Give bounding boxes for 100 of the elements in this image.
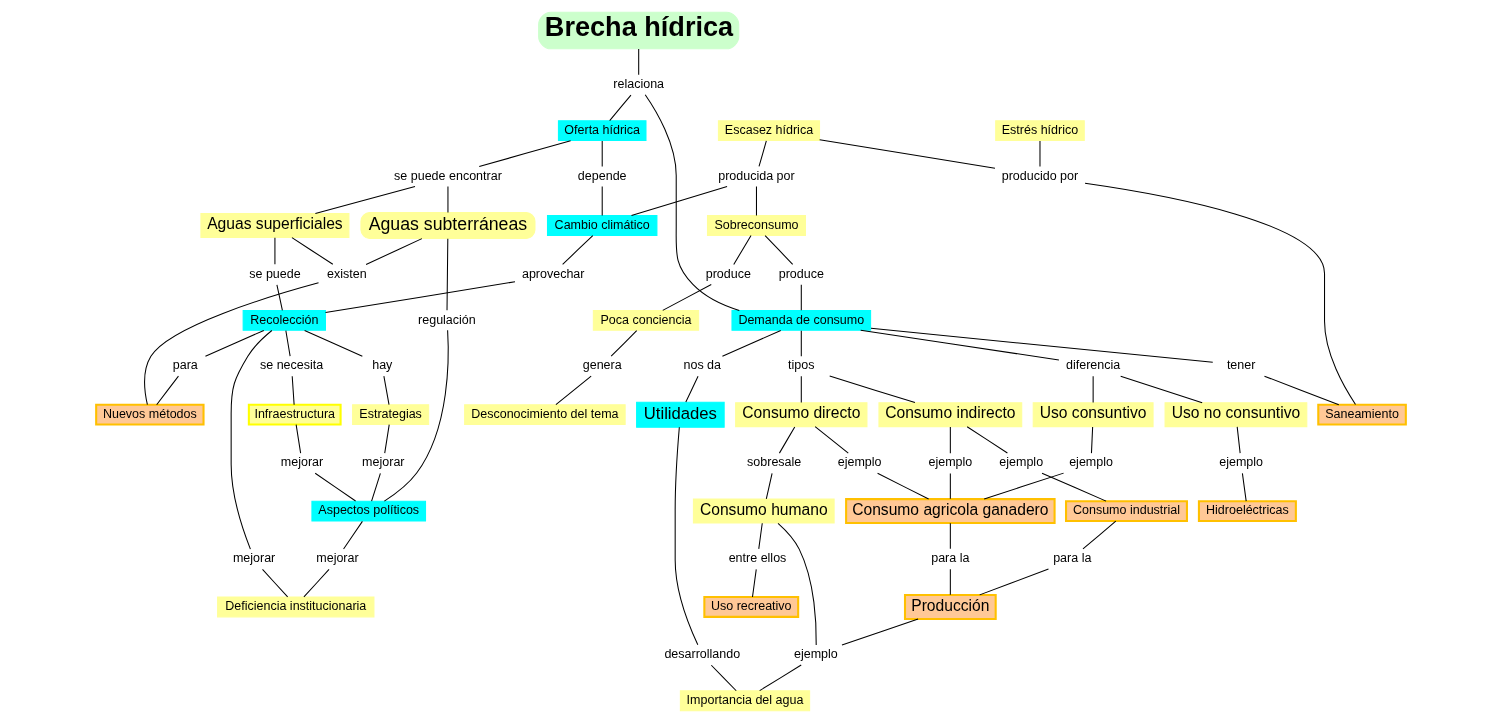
node-box: Recolección bbox=[242, 309, 326, 331]
node-text: para la bbox=[1052, 551, 1091, 566]
connector bbox=[1263, 375, 1339, 406]
node-text: se puede bbox=[248, 266, 301, 281]
connector bbox=[342, 520, 363, 550]
node-box: Deficiencia institucionaria bbox=[216, 596, 374, 618]
connector bbox=[710, 664, 737, 692]
connector bbox=[757, 522, 763, 550]
node-box: Consumo directo bbox=[734, 402, 867, 428]
node-box: Producción bbox=[903, 593, 997, 620]
connector bbox=[303, 329, 363, 357]
connector bbox=[800, 375, 802, 403]
node-box: Consumo indirecto bbox=[877, 402, 1022, 428]
connector bbox=[751, 568, 757, 598]
connector bbox=[814, 426, 849, 454]
connector bbox=[446, 238, 448, 311]
connector bbox=[382, 375, 390, 406]
connector bbox=[554, 375, 592, 406]
connector bbox=[1081, 520, 1116, 550]
connector bbox=[284, 330, 291, 357]
connector bbox=[143, 282, 319, 406]
node-box: Oferta hídrica bbox=[557, 120, 646, 142]
node-box: Infraestructura bbox=[247, 403, 342, 426]
node-box: Aguas superficiales bbox=[199, 212, 349, 238]
node-text: mejorar bbox=[361, 455, 405, 470]
node-box: Saneamiento bbox=[1316, 403, 1407, 426]
connector bbox=[983, 472, 1064, 500]
connector bbox=[324, 281, 515, 314]
node-text: depende bbox=[577, 168, 627, 183]
node-box: Aguas subterráneas bbox=[359, 211, 535, 240]
node-text: aprovechar bbox=[521, 266, 584, 281]
connector bbox=[637, 48, 639, 76]
connector bbox=[966, 426, 1008, 454]
connector bbox=[661, 284, 712, 311]
node-text: ejemplo bbox=[998, 455, 1043, 470]
connector bbox=[949, 522, 951, 550]
connector bbox=[383, 424, 390, 454]
node-box: Escasez hídrica bbox=[717, 120, 820, 142]
node-box: Estrés hídrico bbox=[994, 120, 1085, 142]
node-text: hay bbox=[371, 358, 392, 373]
connector bbox=[1084, 182, 1356, 405]
connector bbox=[755, 186, 757, 216]
node-text: para bbox=[172, 358, 198, 373]
node-text: diferencia bbox=[1065, 358, 1120, 373]
node-box: Importancia del agua bbox=[679, 690, 810, 712]
connector bbox=[800, 330, 802, 357]
node-text: mejorar bbox=[280, 455, 323, 470]
node-box: Uso no consuntivo bbox=[1164, 402, 1307, 428]
connector bbox=[1090, 426, 1093, 454]
node-text: entre ellos bbox=[728, 551, 786, 566]
node-text: desarrollando bbox=[663, 647, 740, 662]
connector bbox=[644, 94, 740, 311]
node-box: Brecha hídrica bbox=[537, 11, 739, 50]
connector bbox=[630, 185, 728, 217]
node-text: se puede encontrar bbox=[393, 168, 502, 183]
connector bbox=[818, 139, 995, 169]
node-text: ejemplo bbox=[793, 647, 838, 662]
connector bbox=[314, 185, 415, 214]
connector bbox=[840, 618, 919, 646]
node-box: Consumo agricola ganadero bbox=[844, 498, 1056, 525]
node-box: Uso consuntivo bbox=[1032, 402, 1154, 428]
connector bbox=[732, 235, 752, 265]
connector bbox=[365, 238, 422, 265]
connector bbox=[674, 426, 698, 646]
node-text: ejemplo bbox=[1068, 455, 1113, 470]
connector bbox=[949, 472, 951, 500]
node-text: para la bbox=[930, 551, 969, 566]
connector bbox=[295, 424, 301, 454]
connector bbox=[204, 329, 264, 357]
node-text: produce bbox=[705, 266, 751, 281]
connector bbox=[601, 140, 603, 167]
node-text: ejemplo bbox=[1218, 455, 1263, 470]
connector bbox=[608, 94, 631, 122]
node-box: Desconocimiento del tema bbox=[463, 404, 626, 426]
node-box: Estrategias bbox=[351, 404, 429, 426]
connector bbox=[610, 330, 637, 357]
connector bbox=[800, 284, 802, 311]
connector bbox=[290, 237, 333, 265]
node-box: Hidroeléctricas bbox=[1197, 500, 1297, 522]
connector bbox=[383, 329, 449, 502]
node-box: Poca conciencia bbox=[592, 309, 699, 331]
connector bbox=[1119, 375, 1203, 404]
connector bbox=[778, 426, 795, 454]
connector bbox=[721, 329, 781, 357]
node-text: producido por bbox=[1001, 168, 1078, 183]
connector bbox=[1236, 426, 1241, 454]
node-box: Utilidades bbox=[635, 401, 725, 428]
connector bbox=[478, 140, 571, 168]
connector bbox=[859, 329, 1059, 361]
node-text: regulación bbox=[417, 312, 476, 327]
connector bbox=[949, 426, 951, 454]
connector bbox=[978, 568, 1049, 596]
node-text: relaciona bbox=[612, 77, 664, 91]
connector bbox=[764, 235, 793, 265]
connector bbox=[777, 522, 817, 646]
node-text: sobresale bbox=[746, 455, 801, 470]
connector bbox=[261, 568, 288, 598]
connector bbox=[828, 375, 915, 404]
connector bbox=[758, 664, 802, 692]
node-box: Consumo humano bbox=[692, 498, 835, 524]
